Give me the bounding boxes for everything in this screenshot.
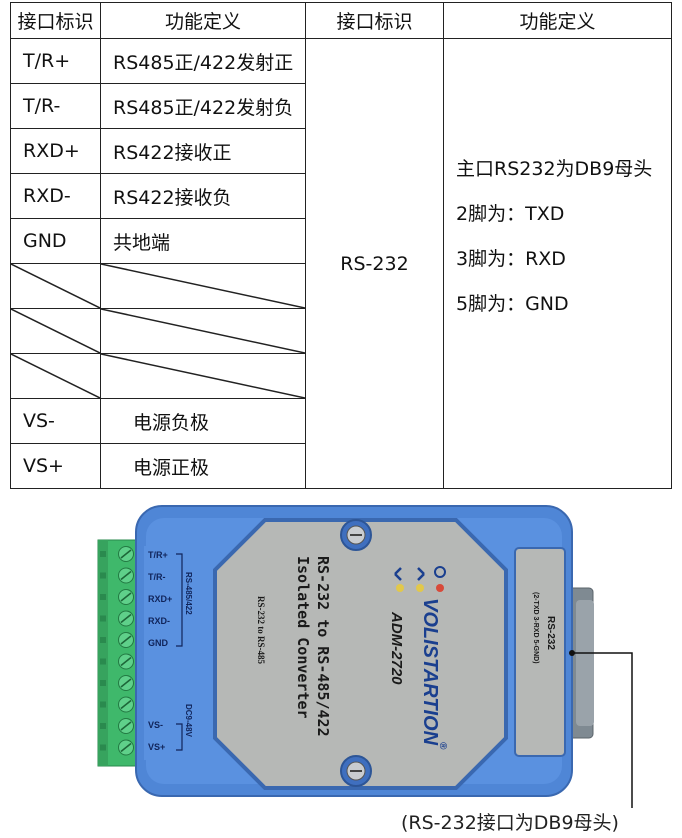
header-function: 功能定义 <box>100 2 306 39</box>
table-row-empty <box>10 263 672 309</box>
terminal-wire-hole <box>100 723 106 729</box>
pin-cell: VS+ <box>10 443 101 489</box>
terminal-screw-slot <box>120 635 132 645</box>
terminal-screw-slot <box>120 721 132 731</box>
terminal-label: VS- <box>148 720 163 730</box>
pin-cell: RXD- <box>10 173 101 219</box>
empty-cell <box>10 308 101 354</box>
terminal-wire-hole <box>100 572 106 579</box>
function-cell: RS485正/422发射正 <box>100 38 306 84</box>
pin-cell: VS- <box>10 398 101 444</box>
terminal-label: VS+ <box>148 742 165 752</box>
table-row: RXD- RS422接收负 <box>10 173 672 219</box>
port-pins-label: (2-TXD 3-RXD 5-GND) <box>532 592 539 664</box>
table-row: T/R- RS485正/422发射负 <box>10 83 672 129</box>
header-rs232-pin-id: 接口标识 <box>305 2 444 39</box>
table-row: RXD+ RS422接收正 <box>10 128 672 174</box>
rs232-line: 主口RS232为DB9母头 <box>456 158 653 180</box>
terminal-wire-hole <box>100 680 106 686</box>
callout-line <box>572 652 633 808</box>
mount-screw-bottom <box>340 755 372 787</box>
terminal-screw-slot <box>120 656 132 667</box>
terminal-screw-slot <box>120 678 132 688</box>
power-label: DC9-48V <box>184 704 193 738</box>
table-row: GND 共地端 <box>10 218 672 264</box>
mount-screw-top <box>340 519 372 551</box>
table-row: VS+ 电源正极 <box>10 443 672 489</box>
function-cell: 电源正极 <box>100 443 306 489</box>
header-pin-id: 接口标识 <box>10 2 101 39</box>
header-rs232-function: 功能定义 <box>443 2 672 39</box>
title-line-2: Isolated Converter <box>294 556 312 719</box>
pin-cell: RXD+ <box>10 128 101 174</box>
table-row: VS- 电源负极 <box>10 398 672 444</box>
terminal-label: RXD+ <box>148 594 172 604</box>
device-body <box>135 505 573 797</box>
model-number: ADM-2720 <box>388 611 405 685</box>
function-cell: 共地端 <box>100 218 306 264</box>
indicator-leds <box>394 566 446 592</box>
function-cell: RS485正/422发射负 <box>100 83 306 129</box>
terminal-wire-hole <box>100 658 106 665</box>
port-label: RS-232 <box>545 616 556 650</box>
rs232-line: 3脚为：RXD <box>456 248 566 270</box>
pin-definition-table: 接口标识 功能定义 接口标识 功能定义 T/R+ RS485正/422发射正 R… <box>10 2 672 489</box>
terminal-wire-hole <box>100 551 106 557</box>
terminal-wire-hole <box>100 615 106 622</box>
terminal-wire-hole <box>100 637 106 643</box>
db9-caption: (RS-232接口为DB9母头) <box>401 812 619 834</box>
terminal-label: T/R- <box>148 572 166 582</box>
terminal-screw-slot <box>120 742 132 753</box>
function-cell: RS422接收负 <box>100 173 306 219</box>
rs232-line: 2脚为：TXD <box>456 203 565 225</box>
terminal-label: RXD- <box>148 616 170 626</box>
table-row: T/R+ RS485正/422发射正 RS-232 主口RS232为DB9母头 … <box>10 38 672 489</box>
terminal-wire-hole <box>100 701 106 708</box>
terminal-label: GND <box>148 638 169 648</box>
rs232-line: 5脚为：GND <box>456 293 569 315</box>
empty-cell <box>100 308 306 354</box>
pin-cell: T/R+ <box>10 38 101 84</box>
table-row-empty <box>10 353 672 399</box>
rs232-function-cell: 主口RS232为DB9母头 2脚为：TXD 3脚为：RXD 5脚为：GND <box>443 38 672 489</box>
empty-cell <box>10 353 101 399</box>
registered-mark: ® <box>437 742 448 750</box>
bus-label: RS-485/422 <box>184 572 193 615</box>
terminal-screw-slot <box>120 549 132 559</box>
rs232-pin-cell: RS-232 <box>305 38 444 489</box>
terminal-screw-slot <box>120 613 132 624</box>
terminal-label: T/R+ <box>148 550 168 560</box>
terminal-wire-hole <box>100 744 106 751</box>
pin-cell: T/R- <box>10 83 101 129</box>
terminal-screw-slot <box>120 570 132 581</box>
empty-cell <box>100 263 306 309</box>
title-line-1: RS-232 to RS-485/422 <box>314 556 332 737</box>
brand-logo: VOLISTARTION <box>419 598 441 746</box>
function-cell: RS422接收正 <box>100 128 306 174</box>
pin-cell: GND <box>10 218 101 264</box>
terminal-labels: T/R+ T/R- RXD+ RXD- GND VS- VS+ RS-485/4… <box>148 550 193 752</box>
terminal-wire-hole <box>100 594 106 600</box>
converter-device-illustration: T/R+ T/R- RXD+ RXD- GND VS- VS+ RS-485/4… <box>97 505 633 808</box>
terminal-screw-slot <box>120 592 132 602</box>
function-cell: 电源负极 <box>100 398 306 444</box>
terminal-screw-slot <box>120 699 132 710</box>
subtitle: RS-232 to RS-485 <box>256 596 266 665</box>
empty-cell <box>10 263 101 309</box>
header-row: 接口标识 功能定义 接口标识 功能定义 <box>10 2 672 39</box>
empty-cell <box>100 353 306 399</box>
